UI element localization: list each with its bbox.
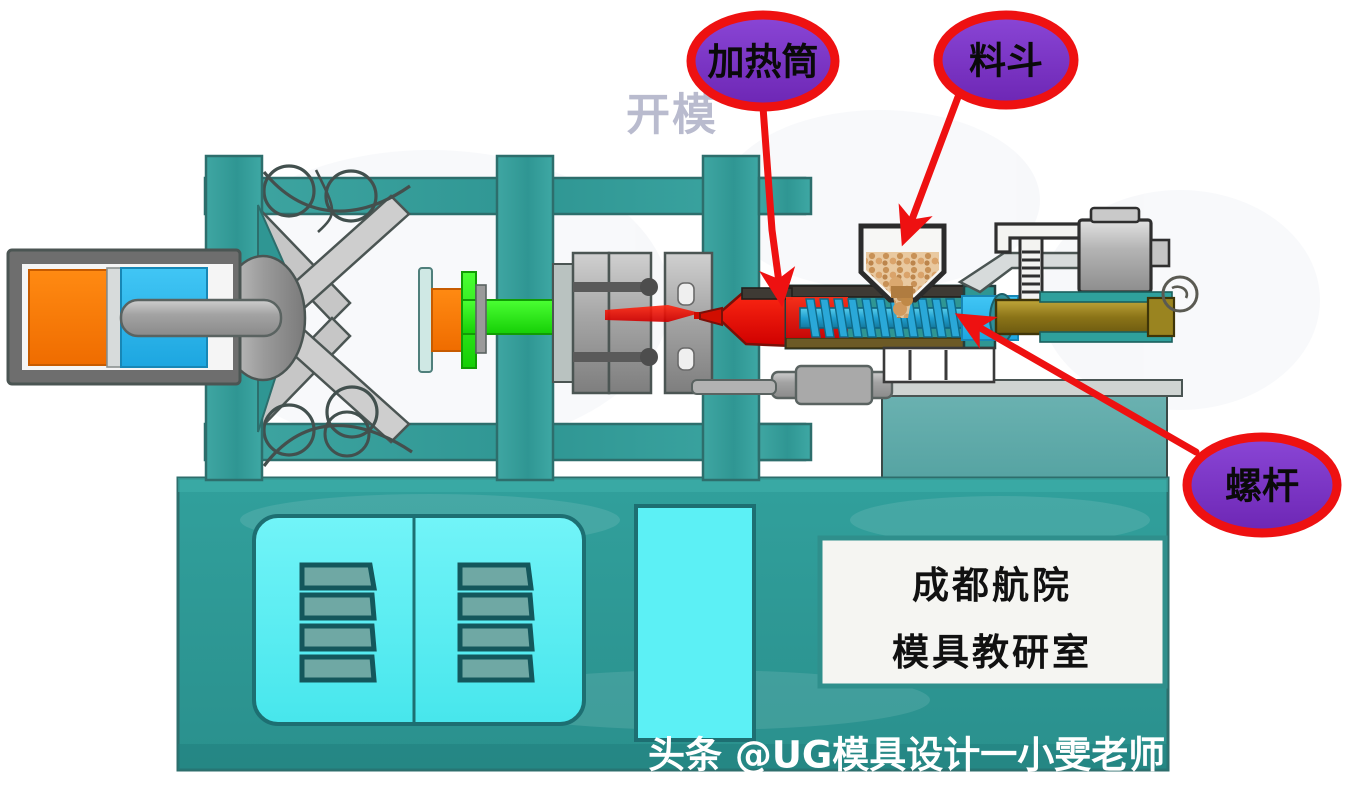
heater-band-nozzle — [741, 287, 793, 300]
callout-hopper-ellipse[interactable] — [933, 10, 1079, 110]
panel-button-right-1[interactable] — [457, 562, 534, 591]
ejector-pin-head-lower — [640, 348, 658, 366]
mold-cooling-channel-lower — [677, 347, 695, 371]
callout-heating-barrel-label: 加热筒 — [708, 41, 819, 84]
hopper — [858, 223, 947, 318]
panel-button-left-4[interactable] — [299, 654, 377, 683]
toggle-pivot-bottom-extra — [323, 410, 371, 458]
ejector-back-plate — [418, 267, 433, 373]
nameplate-line-1: 成都航院 — [912, 563, 1072, 607]
pellet-a — [893, 302, 907, 316]
panel-button-right-3[interactable] — [457, 623, 535, 652]
drive-spring — [1022, 250, 1040, 294]
mold-assembly — [552, 251, 724, 395]
drive-coupling-hook — [1171, 285, 1189, 299]
mold-support-plate — [552, 263, 574, 383]
drive-shaft-brass — [994, 298, 1174, 336]
ejector-pin-lower — [573, 352, 651, 362]
callout-screw-label: 螺杆 — [1225, 465, 1299, 508]
carriage-cylinder-body — [794, 364, 874, 406]
panel-button-right-2[interactable] — [457, 592, 535, 621]
ejector-pin-upper — [573, 282, 651, 292]
arrow-heating-barrel — [759, 103, 796, 308]
callout-arrows — [759, 93, 1200, 456]
toggle-pivot-top-left — [262, 164, 316, 218]
arrow-screw — [954, 313, 1200, 456]
drive-motor-body — [1077, 218, 1153, 294]
panel-button-left-3[interactable] — [299, 623, 377, 652]
arrow-hopper — [898, 93, 962, 247]
cylinder-piston-orange — [28, 269, 108, 366]
nameplate-line-2: 模具教研室 — [892, 630, 1092, 674]
drive-shaft-end — [1146, 296, 1176, 338]
open-mold-annotation: 开模 — [626, 90, 718, 141]
panel-button-right-4[interactable] — [457, 654, 535, 683]
callout-screw[interactable]: 螺杆 — [1182, 432, 1342, 538]
nameplate-background — [817, 535, 1168, 689]
drive-coupling-ring — [1161, 275, 1199, 313]
base-bottom-shadow — [178, 744, 1168, 770]
panel-button-left-2[interactable] — [299, 592, 377, 621]
motor-end-cap — [1149, 238, 1171, 268]
display-screen-surface[interactable] — [634, 504, 756, 742]
carriage-tie-rod — [691, 379, 777, 395]
control-panel[interactable] — [252, 514, 586, 726]
feed-throat-opening — [891, 286, 913, 298]
watermark: 头条 @UG模具设计一小雯老师 — [648, 734, 1165, 777]
nozzle-tip — [699, 306, 723, 327]
mold-fixed-half — [663, 251, 714, 395]
watermark-label: 头条 @UG模具设计一小雯老师 — [648, 734, 1165, 777]
callout-screw-ellipse[interactable] — [1182, 432, 1342, 538]
ejector-pin-head-upper — [640, 278, 658, 296]
hopper-pellets — [866, 252, 939, 296]
panel-button-left-1[interactable] — [299, 562, 377, 591]
mold-moving-half-a — [571, 251, 611, 395]
heater-band-bottom — [785, 337, 965, 349]
base-top-highlight — [178, 478, 1168, 492]
ejector-assembly — [418, 267, 556, 373]
callout-hopper-label: 料斗 — [969, 40, 1043, 83]
molten-shot — [605, 305, 700, 322]
control-panel-right-group[interactable] — [457, 562, 535, 683]
toggle-link-curve-bottom — [262, 424, 413, 467]
ejector-cylinder-orange — [431, 288, 465, 352]
hydraulic-clamp-cylinder — [6, 248, 283, 386]
mold-moving-half-b — [607, 251, 653, 395]
toggle-pivot-bottom-mid — [325, 385, 379, 439]
screw-flights — [805, 298, 961, 338]
toggle-pivot-top-mid — [324, 169, 378, 223]
screw-drive-assembly — [994, 206, 1199, 343]
tie-bar-lower-stub — [757, 422, 813, 462]
callout-heating-barrel[interactable]: 加热筒 — [686, 10, 840, 112]
ejector-guide-pin — [475, 284, 487, 354]
control-panel-left-group[interactable] — [299, 562, 377, 683]
barrel-seat-frame — [882, 346, 996, 384]
open-mold-label: 开模 — [626, 90, 718, 141]
nameplate: 成都航院 模具教研室 — [817, 535, 1168, 689]
callout-heating-barrel-ellipse[interactable] — [686, 10, 840, 112]
toggle-link-curve-small-top — [314, 169, 334, 233]
base-right-block — [881, 391, 1168, 483]
carriage-cylinder — [691, 346, 996, 406]
motor-terminal-box — [1089, 206, 1141, 224]
callout-hopper[interactable]: 料斗 — [933, 10, 1079, 110]
piston-seal — [106, 267, 122, 368]
toggle-link-curve-top — [262, 170, 411, 213]
display-screen[interactable] — [634, 504, 756, 742]
mold-cooling-channel-upper — [677, 282, 695, 306]
piston-rod — [119, 298, 283, 338]
